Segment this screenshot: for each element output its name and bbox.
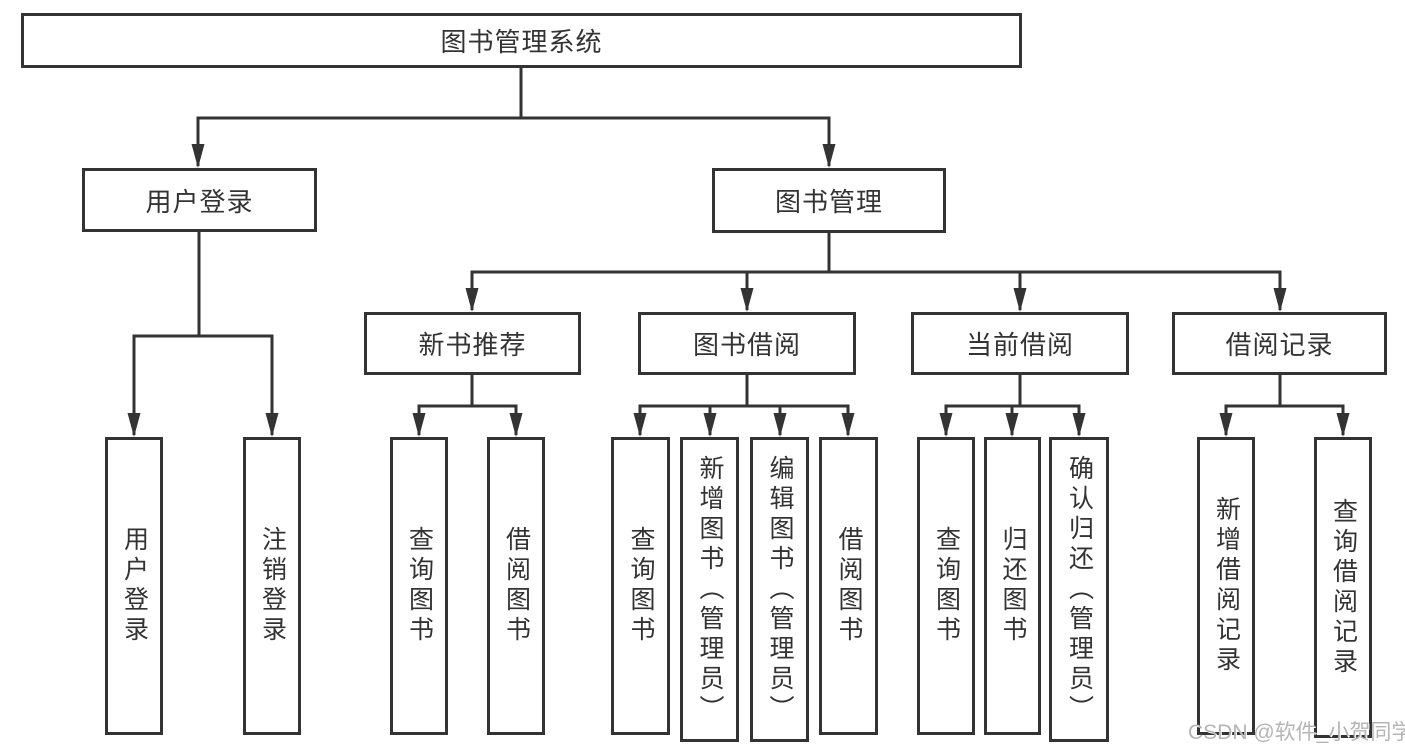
node-book-management: 图书管理 xyxy=(712,168,946,233)
csdn-watermark: CSDN @软件_小贺同学 xyxy=(1188,721,1405,744)
leaf-edit-books-admin: 编辑图书（管理员） xyxy=(750,437,809,742)
node-borrow-records-label: 借阅记录 xyxy=(1225,330,1334,360)
leaf-query-borrow-record-label: 查询借阅记录 xyxy=(1329,497,1358,678)
leaf-add-borrow-record: 新增借阅记录 xyxy=(1197,437,1255,735)
leaf-add-books-admin: 新增图书（管理员） xyxy=(680,437,739,742)
leaf-query-borrow-record: 查询借阅记录 xyxy=(1314,437,1372,738)
leaf-current-query-books-label: 查询图书 xyxy=(932,526,961,646)
node-current-borrow-label: 当前借阅 xyxy=(965,330,1074,360)
node-book-management-label: 图书管理 xyxy=(774,187,883,217)
node-book-borrow-label: 图书借阅 xyxy=(692,330,801,360)
leaf-borrow-query-books-label: 查询图书 xyxy=(627,526,655,646)
arrow-down-icons xyxy=(127,144,1350,437)
leaf-return-books: 归还图书 xyxy=(984,437,1041,735)
leaf-confirm-return-admin-label: 确认归还（管理员） xyxy=(1065,454,1094,725)
leaf-recommend-query-books-label: 查询图书 xyxy=(405,526,434,646)
leaf-edit-books-admin-label: 编辑图书（管理员） xyxy=(766,454,794,725)
leaf-user-login-label: 用户登录 xyxy=(120,526,149,646)
leaf-borrow-query-books: 查询图书 xyxy=(611,437,670,735)
leaf-current-query-books: 查询图书 xyxy=(917,437,975,735)
node-current-borrow: 当前借阅 xyxy=(911,312,1129,375)
node-new-book-recommend: 新书推荐 xyxy=(364,312,581,375)
leaf-logout-label: 注销登录 xyxy=(258,526,287,646)
leaf-confirm-return-admin: 确认归还（管理员） xyxy=(1049,437,1109,742)
leaf-add-borrow-record-label: 新增借阅记录 xyxy=(1212,496,1241,676)
node-library-management-system: 图书管理系统 xyxy=(21,13,1022,68)
node-library-management-system-label: 图书管理系统 xyxy=(440,27,603,57)
leaf-recommend-borrow-books-label: 借阅图书 xyxy=(502,526,531,646)
leaf-borrow-books-label: 借阅图书 xyxy=(835,526,863,646)
leaf-logout: 注销登录 xyxy=(243,437,301,735)
leaf-borrow-books: 借阅图书 xyxy=(819,437,878,735)
node-user-login-label: 用户登录 xyxy=(145,186,254,217)
node-book-borrow: 图书借阅 xyxy=(638,312,856,375)
leaf-add-books-admin-label: 新增图书（管理员） xyxy=(696,454,724,725)
leaf-return-books-label: 归还图书 xyxy=(999,526,1027,646)
connector-segments xyxy=(132,68,1345,435)
leaf-user-login: 用户登录 xyxy=(105,437,163,735)
leaf-recommend-borrow-books: 借阅图书 xyxy=(487,437,545,735)
node-user-login: 用户登录 xyxy=(82,168,317,232)
leaf-recommend-query-books: 查询图书 xyxy=(390,437,448,735)
node-new-book-recommend-label: 新书推荐 xyxy=(418,330,527,360)
node-borrow-records: 借阅记录 xyxy=(1172,312,1387,375)
